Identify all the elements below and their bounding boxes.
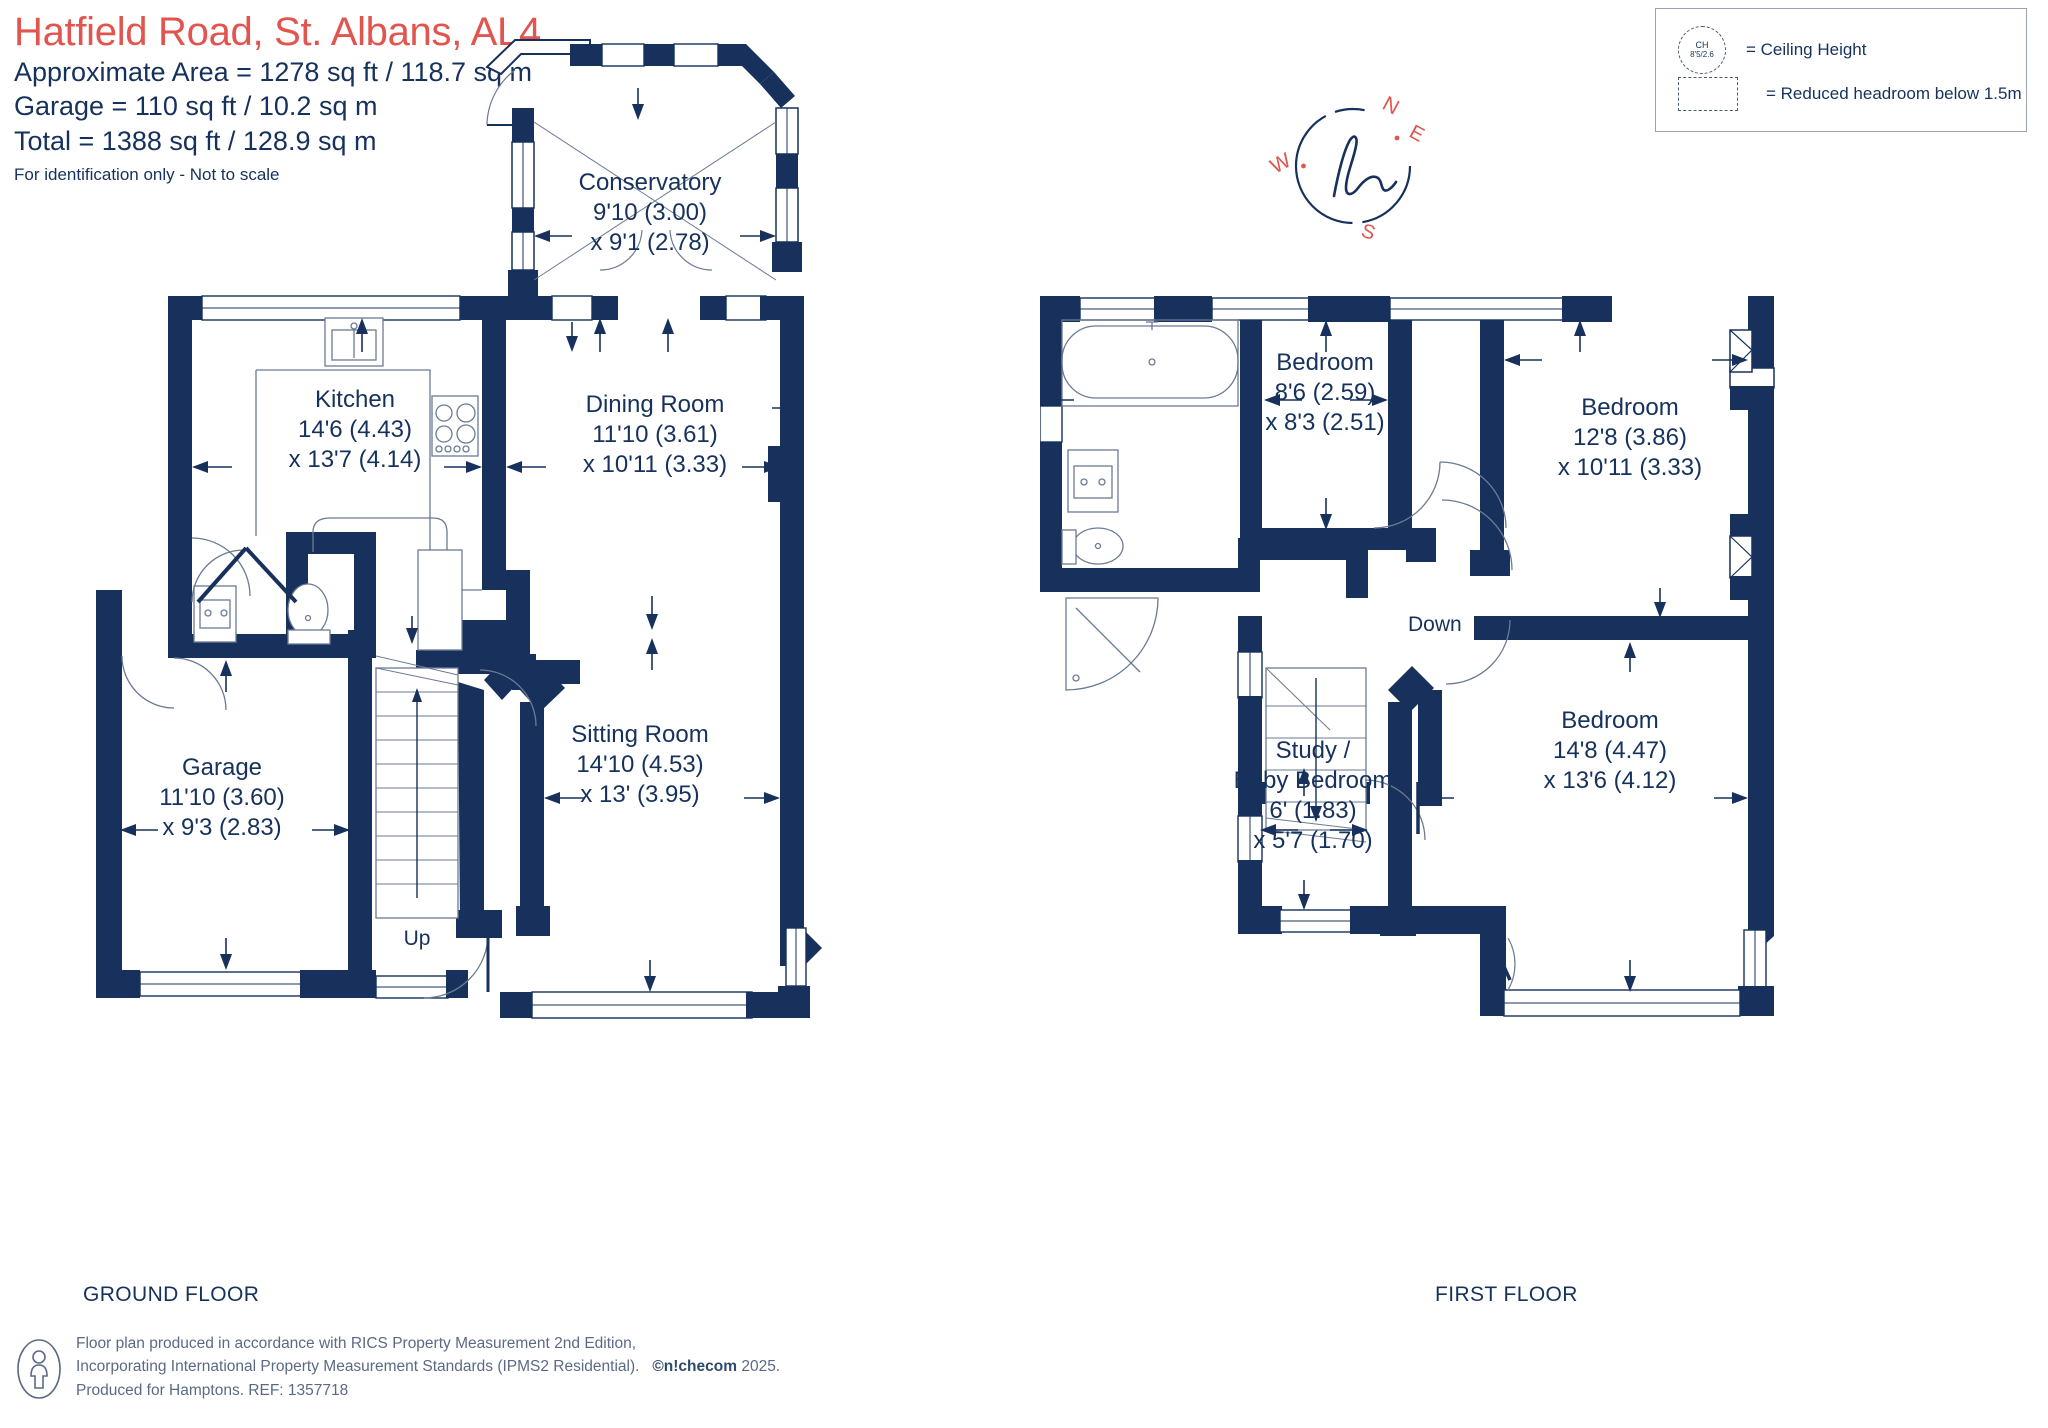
footer-line-1: Floor plan produced in accordance with R… bbox=[76, 1335, 637, 1352]
ground-floor-fixtures bbox=[121, 317, 537, 999]
reduced-headroom-icon bbox=[1678, 77, 1738, 111]
footer-brand: ©n!checom bbox=[652, 1358, 738, 1376]
footer-line-2: Incorporating International Property Mea… bbox=[76, 1355, 780, 1378]
first-floor-walls bbox=[1039, 296, 1775, 1017]
conservatory-structure bbox=[485, 39, 802, 302]
total-area: Total = 1388 sq ft / 128.9 sq m bbox=[14, 125, 377, 156]
ground-floor-plan: Conservatory 9'10 (3.00) x 9'1 (2.78) Ki… bbox=[60, 30, 1000, 1275]
ceiling-height-abbrev: CH bbox=[1695, 40, 1709, 51]
legend-row-reduced-headroom: = Reduced headroom below 1.5m bbox=[1678, 77, 2022, 111]
room-dim2-conservatory: x 9'1 (2.78) bbox=[590, 229, 709, 256]
room-dim1-sitting: 14'10 (4.53) bbox=[576, 751, 703, 778]
header-block: Hatfield Road, St. Albans, AL4 Approxima… bbox=[14, 10, 914, 185]
room-dim1-kitchen: 14'6 (4.43) bbox=[298, 416, 412, 443]
ground-floor-walls bbox=[96, 295, 822, 1019]
first-floor-room-labels: Bedroom 8'6 (2.59) x 8'3 (2.51) Bedroom … bbox=[1234, 349, 1703, 854]
room-dim1-conservatory: 9'10 (3.00) bbox=[593, 199, 707, 226]
room-dim1-bedroom-2: 12'8 (3.86) bbox=[1573, 424, 1687, 451]
room-dim1-garage: 11'10 (3.60) bbox=[159, 784, 285, 811]
room-dim2-bedroom-3: x 13'6 (4.12) bbox=[1544, 767, 1677, 794]
room-dim1-dining: 11'10 (3.61) bbox=[592, 421, 718, 448]
ceiling-height-value: 8'5/2.6 bbox=[1690, 49, 1714, 59]
room-name-kitchen: Kitchen bbox=[315, 386, 395, 413]
room-dim2-garage: x 9'3 (2.83) bbox=[162, 814, 281, 841]
room-name-dining: Dining Room bbox=[586, 391, 725, 418]
first-floor-plan: Bedroom 8'6 (2.59) x 8'3 (2.51) Bedroom … bbox=[1039, 30, 1980, 1275]
room-dim2-sitting: x 13' (3.95) bbox=[580, 781, 699, 808]
person-icon bbox=[16, 1338, 62, 1405]
room-name-study-line2: Baby Bedroom bbox=[1234, 767, 1393, 794]
footer-line-2-standards: Incorporating International Property Mea… bbox=[76, 1358, 640, 1376]
first-floor-fixtures bbox=[1061, 319, 1513, 843]
garage-area: Garage = 110 sq ft / 10.2 sq m bbox=[14, 91, 378, 122]
compass-south-label: S bbox=[1358, 220, 1377, 245]
room-dim1-study: 6' (1.83) bbox=[1269, 797, 1356, 824]
room-dim2-dining: x 10'11 (3.33) bbox=[583, 451, 727, 478]
page-title: Hatfield Road, St. Albans, AL4 bbox=[14, 10, 541, 54]
room-dim1-bedroom-1: 8'6 (2.59) bbox=[1275, 379, 1376, 406]
stair-label-up: Up bbox=[404, 927, 431, 950]
ceiling-height-icon: CH 8'5/2.6 bbox=[1678, 26, 1726, 74]
room-name-sitting: Sitting Room bbox=[571, 721, 708, 748]
room-name-bedroom-3: Bedroom bbox=[1561, 707, 1658, 734]
legend-box: CH 8'5/2.6 = Ceiling Height = Reduced he… bbox=[1655, 8, 2027, 132]
room-name-bedroom-1: Bedroom bbox=[1276, 349, 1373, 376]
room-name-garage: Garage bbox=[182, 754, 262, 781]
room-dim2-study: x 5'7 (1.70) bbox=[1253, 827, 1372, 854]
ground-floor-label: GROUND FLOOR bbox=[83, 1283, 260, 1306]
stair-label-down: Down bbox=[1408, 613, 1462, 636]
first-floor-label: FIRST FLOOR bbox=[1435, 1283, 1578, 1306]
footer-year: 2025. bbox=[741, 1358, 781, 1376]
footer-line-3: Produced for Hamptons. REF: 1357718 bbox=[76, 1381, 349, 1399]
room-dim1-bedroom-3: 14'8 (4.47) bbox=[1553, 737, 1667, 764]
ground-floor-dimension-arrows bbox=[120, 88, 800, 992]
room-dim2-kitchen: x 13'7 (4.14) bbox=[289, 446, 422, 473]
approximate-area: Approximate Area = 1278 sq ft / 118.7 sq… bbox=[14, 56, 533, 87]
scale-disclaimer: For identification only - Not to scale bbox=[14, 165, 280, 185]
legend-reduced-headroom-label: = Reduced headroom below 1.5m bbox=[1766, 84, 2022, 103]
legend-row-ceiling-height: CH 8'5/2.6 = Ceiling Height bbox=[1678, 26, 1867, 74]
compass-rose: N E S W bbox=[1267, 78, 1438, 248]
room-name-conservatory: Conservatory bbox=[579, 169, 722, 196]
first-floor-dimension-arrows bbox=[1050, 320, 1748, 992]
legend-ceiling-height-label: = Ceiling Height bbox=[1746, 40, 1867, 59]
footer-block: Floor plan produced in accordance with R… bbox=[16, 1332, 780, 1405]
room-name-study-line1: Study / bbox=[1276, 737, 1351, 764]
room-dim2-bedroom-2: x 10'11 (3.33) bbox=[1558, 454, 1702, 481]
ground-floor-room-labels: Conservatory 9'10 (3.00) x 9'1 (2.78) Ki… bbox=[159, 169, 727, 950]
room-dim2-bedroom-1: x 8'3 (2.51) bbox=[1265, 409, 1384, 436]
room-name-bedroom-2: Bedroom bbox=[1581, 394, 1678, 421]
